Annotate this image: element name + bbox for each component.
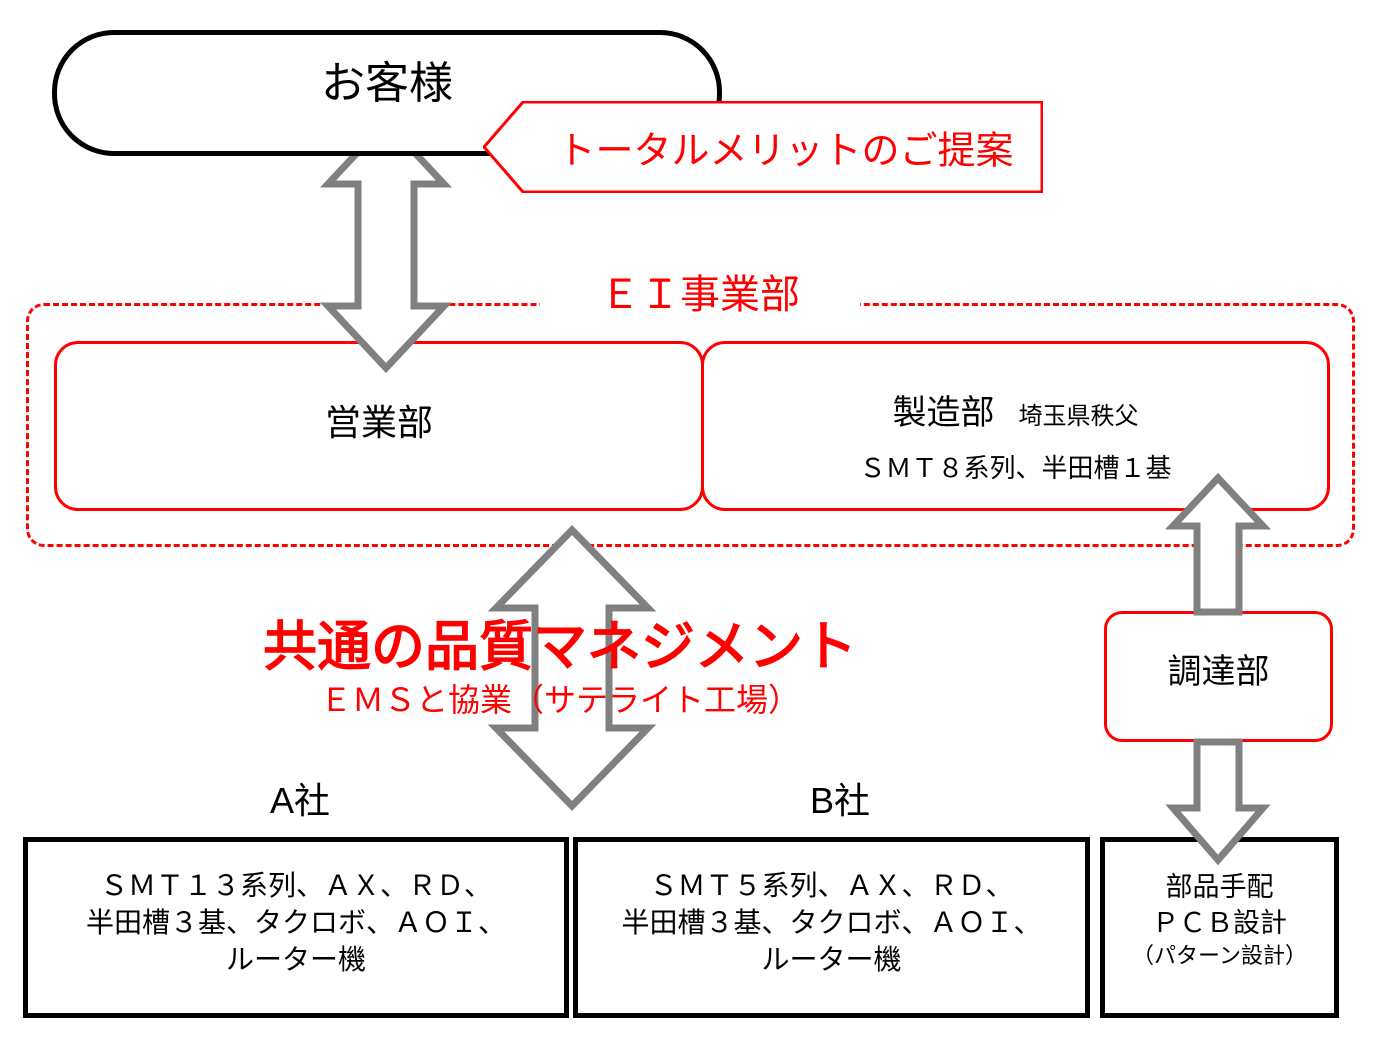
partner-b-box (573, 837, 1090, 1018)
manufacturing-department-text: 製造部 埼玉県秩父 ＳＭＴ８系列、半田槽１基 (701, 385, 1330, 485)
partner-a-text: ＳＭＴ１３系列、ＡＸ、ＲＤ、 半田槽３基、タクロボ、ＡＯＩ、 ルーター機 (23, 868, 569, 979)
partner-b-line-2: 半田槽３基、タクロボ、ＡＯＩ、 (621, 906, 1042, 938)
partner-a-line-1: ＳＭＴ１３系列、ＡＸ、ＲＤ、 (99, 870, 492, 901)
partner-a-line-2: 半田槽３基、タクロボ、ＡＯＩ、 (85, 906, 506, 938)
partner-b-text: ＳＭＴ５系列、ＡＸ、ＲＤ、 半田槽３基、タクロボ、ＡＯＩ、 ルーター機 (573, 868, 1090, 979)
partner-a-line-3: ルーター機 (225, 943, 366, 975)
total-merit-callout: トータルメリットのご提案 (483, 101, 1043, 193)
quality-management-headline: 共通の品質マネジメント ＥＭＳと協業（サテライト工場） (180, 620, 940, 716)
pcb-line-1: 部品手配 (1165, 872, 1274, 902)
partner-b-line-1: ＳＭＴ５系列、ＡＸ、ＲＤ、 (649, 870, 1014, 901)
manufacturing-equipment-label: ＳＭＴ８系列、半田槽１基 (859, 453, 1172, 483)
pcb-design-text: 部品手配 ＰＣＢ設計 （パターン設計） (1100, 870, 1339, 970)
sales-department-label: 営業部 (324, 402, 433, 443)
manufacturing-department-label: 製造部 (892, 394, 995, 432)
procurement-department-label: 調達部 (1167, 653, 1270, 691)
manufacturing-location-label: 埼玉県秩父 (1018, 403, 1139, 430)
partner-a-box (23, 837, 569, 1018)
callout-label: トータルメリットのご提案 (557, 130, 1014, 173)
quality-headline-main: 共通の品質マネジメント (263, 617, 857, 677)
partner-b-label: B社 (809, 780, 870, 821)
manufacturing-title-line: 製造部 埼玉県秩父 (701, 385, 1330, 434)
callout-shape (483, 101, 1043, 193)
partner-b-line-3: ルーター機 (761, 943, 902, 975)
customer-label: お客様 (321, 59, 453, 108)
pcb-design-box (1100, 837, 1339, 1018)
ei-division-title: ＥＩ事業部 (540, 275, 860, 315)
pcb-line-3: （パターン設計） (1132, 943, 1307, 969)
partner-a-label: A社 (269, 780, 330, 821)
pcb-line-2: ＰＣＢ設計 (1152, 907, 1287, 938)
quality-headline-sub: ＥＭＳと協業（サテライト工場） (319, 682, 800, 718)
